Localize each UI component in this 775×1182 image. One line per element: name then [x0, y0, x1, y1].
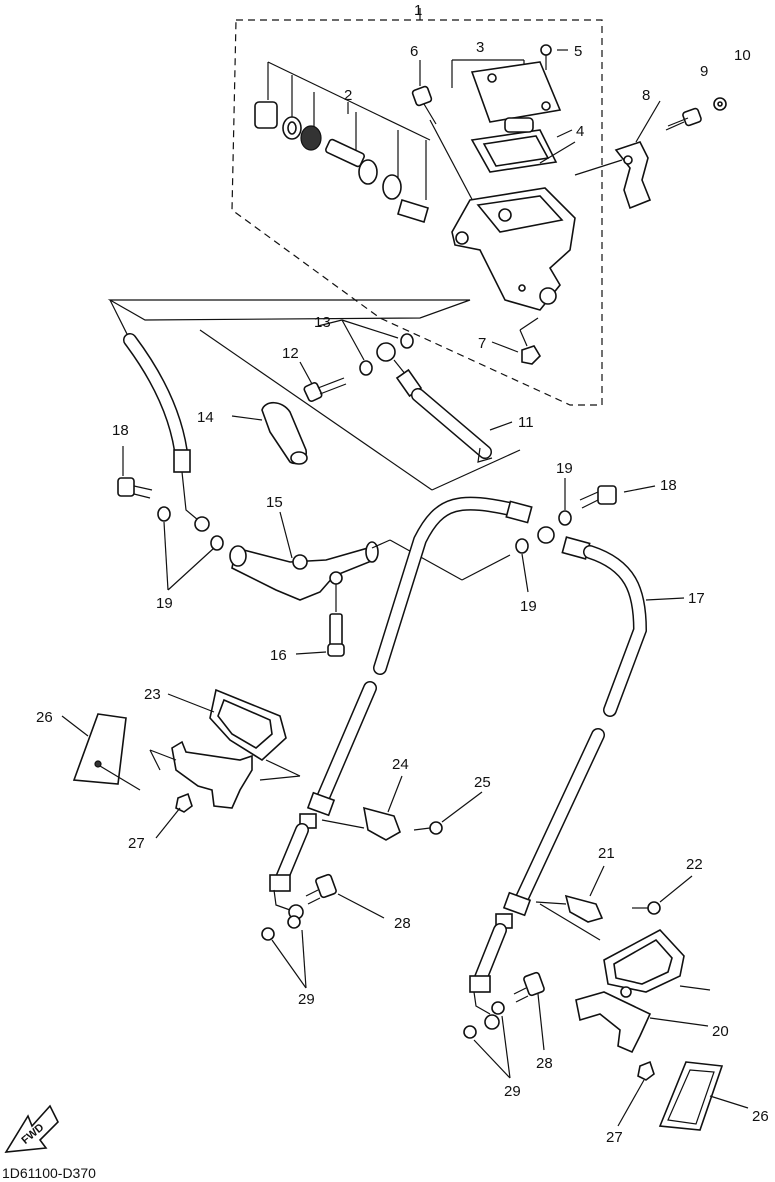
callout-27-left: 27 — [128, 835, 145, 852]
master-cylinder-body-part — [451, 159, 623, 311]
master-cylinder-holder-part — [614, 141, 652, 210]
bleed-cap-part — [261, 401, 308, 465]
clamp-nut-part — [519, 317, 542, 365]
callout-7: 7 — [478, 335, 486, 352]
brake-hose-1-part — [376, 342, 493, 463]
hose-guide-left-part — [209, 688, 287, 762]
callout-19-upper-right: 19 — [556, 460, 573, 477]
callout-6: 6 — [410, 43, 418, 60]
callout-2: 2 — [344, 87, 352, 104]
callout-26-left: 26 — [36, 709, 53, 726]
callout-9: 9 — [700, 63, 708, 80]
left-hose-upper-part — [123, 333, 210, 532]
forward-arrow-icon: FWD — [4, 1104, 59, 1153]
union-bolt-lower-right-part — [513, 971, 545, 1003]
callout-23: 23 — [144, 686, 161, 703]
callout-27-right: 27 — [606, 1129, 623, 1146]
copper-washer-part — [359, 333, 414, 376]
hose-clamp-right-part — [535, 894, 604, 923]
hose-clamp-left-part — [321, 806, 401, 841]
callout-12: 12 — [282, 345, 299, 362]
drawing-code: 1D61100-D370 — [2, 1165, 96, 1181]
callout-14: 14 — [197, 409, 214, 426]
callout-19-lower-right: 19 — [520, 598, 537, 615]
callout-16: 16 — [270, 647, 287, 664]
left-lower-hose-part — [261, 681, 377, 941]
clamp-screw-right-part — [632, 901, 661, 915]
callout-5: 5 — [574, 43, 582, 60]
diaphragm-part — [470, 117, 576, 173]
callout-29-right: 29 — [504, 1083, 521, 1100]
master-cylinder-group-boundary — [231, 19, 603, 406]
callout-18-left: 18 — [112, 422, 129, 439]
holder-bolt-part — [665, 107, 702, 131]
hose-bracket-left-part — [149, 740, 301, 809]
reflector-nut-left-part — [175, 792, 193, 813]
cap-screw-part — [540, 44, 568, 70]
right-lower-hose-part — [463, 728, 605, 1039]
callout-17: 17 — [688, 590, 705, 607]
union-bolt-upper-left-part — [117, 477, 153, 499]
callout-20: 20 — [712, 1023, 729, 1040]
callout-28-left: 28 — [394, 915, 411, 932]
callout-15: 15 — [266, 494, 283, 511]
brake-hose-2-part — [373, 496, 648, 717]
hose-guide-right-part — [539, 903, 711, 998]
piston-kit-part — [254, 61, 431, 224]
callout-26-right: 26 — [752, 1108, 769, 1125]
clamp-screw-left-part — [413, 821, 443, 835]
union-bolt-lower-left-part — [305, 873, 337, 905]
callout-29-left: 29 — [298, 991, 315, 1008]
hose-bracket-right-part — [575, 991, 652, 1054]
callout-22: 22 — [686, 856, 703, 873]
reflector-nut-right-part — [637, 1060, 655, 1081]
callout-28-right: 28 — [536, 1055, 553, 1072]
reflector-left-part — [72, 713, 141, 791]
callout-labels: 1 2 3 4 5 6 7 8 9 10 11 12 13 14 15 16 1… — [36, 2, 769, 1146]
reflector-right-part — [658, 1061, 724, 1131]
callout-18-right: 18 — [660, 477, 677, 494]
gasket-washer-part — [157, 506, 572, 554]
callout-25: 25 — [474, 774, 491, 791]
hose-joint-part — [229, 539, 511, 612]
callout-8: 8 — [642, 87, 650, 104]
callout-3: 3 — [476, 39, 484, 56]
callout-11: 11 — [518, 414, 534, 431]
union-bolt-part — [303, 377, 347, 403]
callout-10: 10 — [734, 47, 751, 64]
reservoir-cap-part — [451, 59, 562, 123]
callout-13: 13 — [314, 314, 331, 331]
callout-24: 24 — [392, 756, 409, 773]
callout-1: 1 — [414, 2, 422, 19]
joint-bolt-part — [327, 613, 345, 657]
holder-washer-part — [713, 97, 727, 111]
callout-4: 4 — [576, 123, 584, 140]
callout-21: 21 — [598, 845, 615, 862]
union-bolt-upper-right-part — [579, 485, 617, 509]
leader-lines — [61, 100, 749, 1127]
callout-19-left: 19 — [156, 595, 173, 612]
